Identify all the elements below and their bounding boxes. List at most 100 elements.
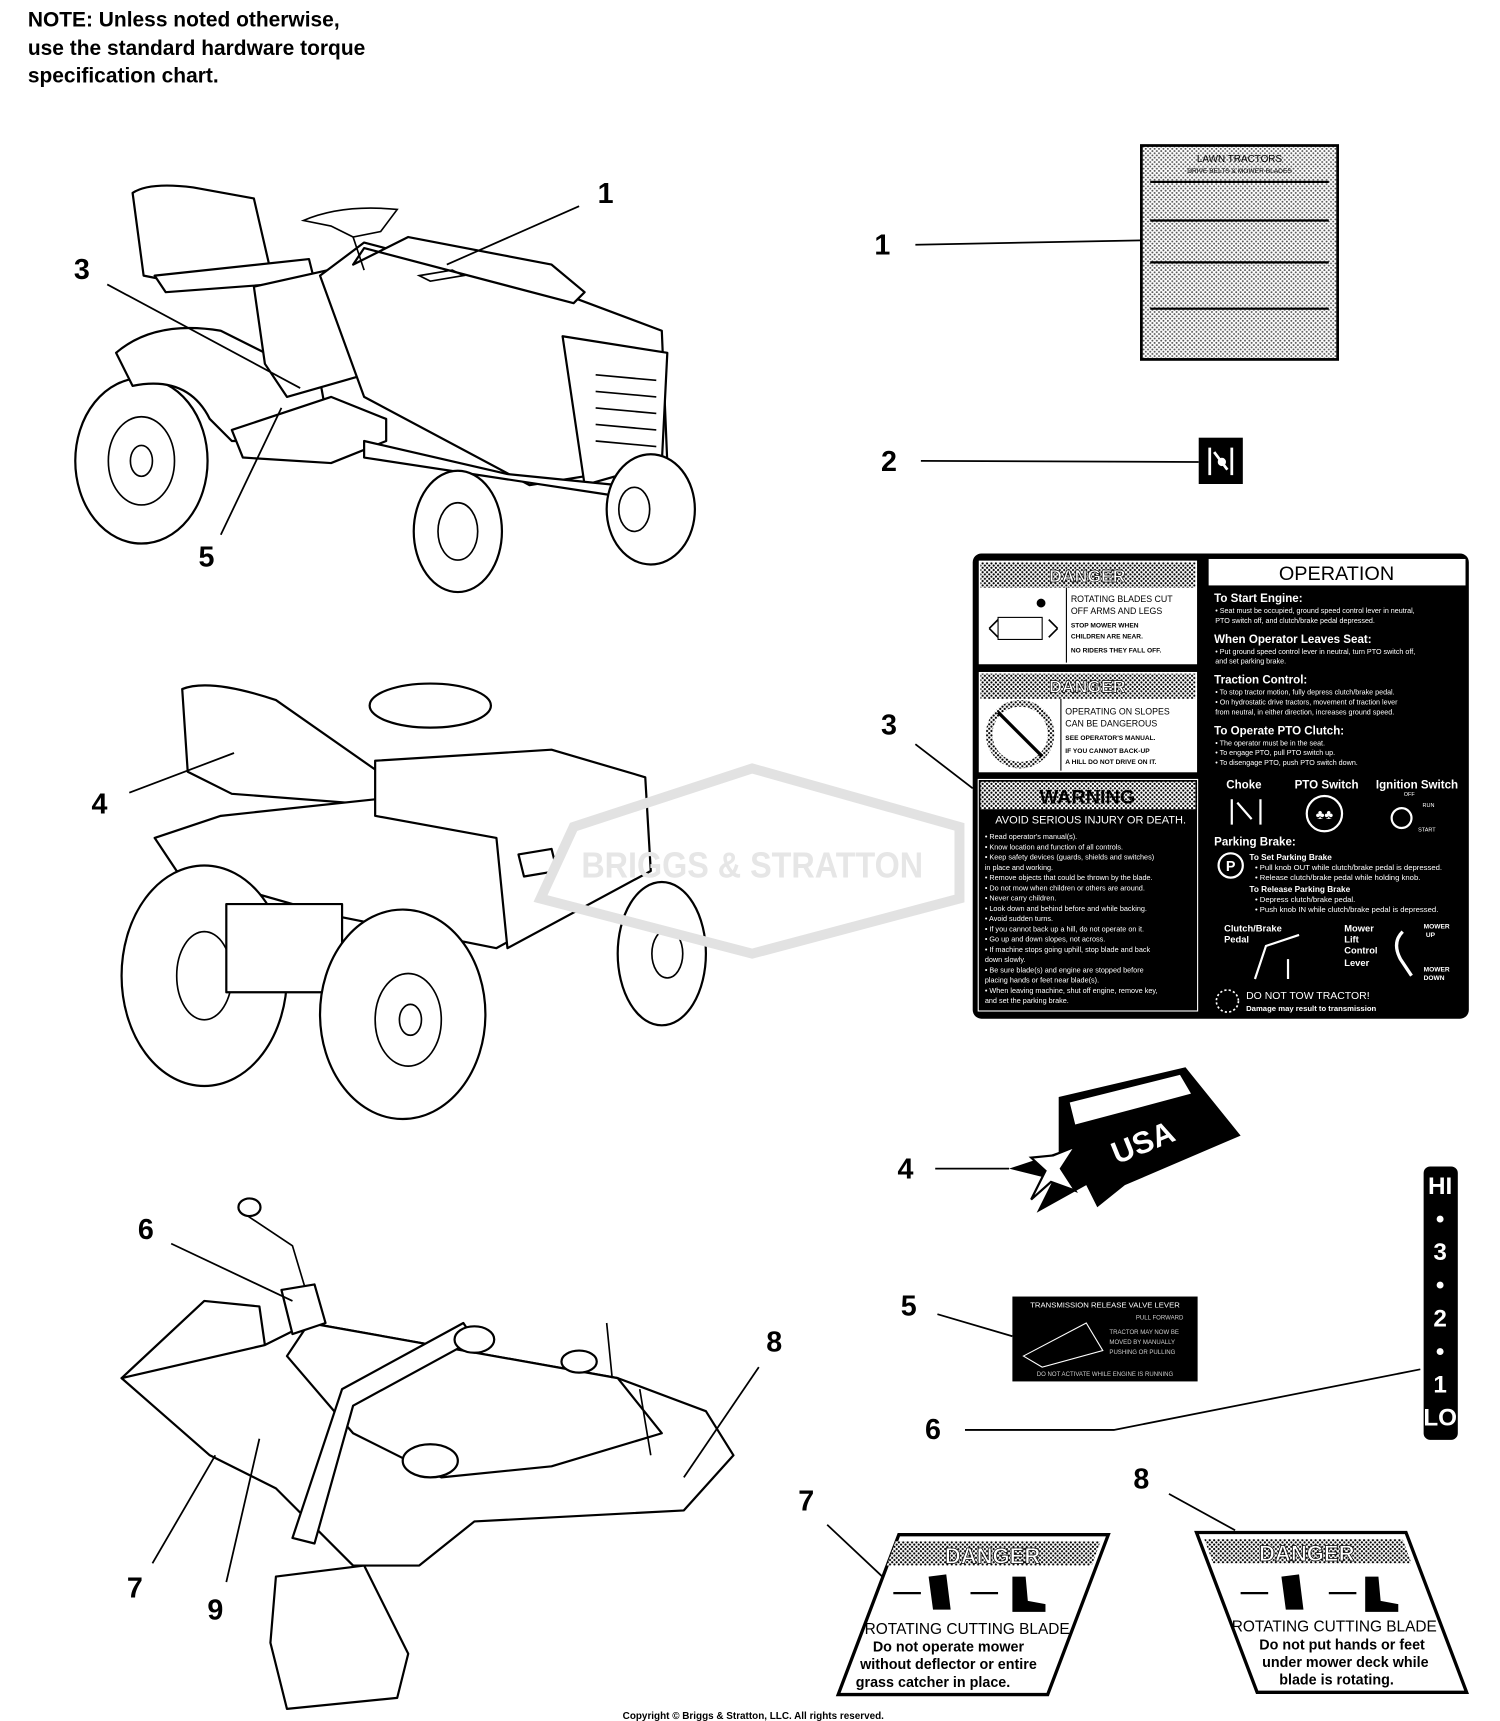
callout-7-decal: 7	[798, 1485, 814, 1517]
parking-line: • Push knob IN while clutch/brake pedal …	[1255, 905, 1438, 914]
mower-lift-icon	[1394, 930, 1413, 977]
decal5-line: MOVED BY MANUALLY	[1109, 1340, 1175, 1346]
operation-line: • To engage PTO, pull PTO switch up.	[1215, 749, 1335, 757]
tow-warning-sub: Damage may result to transmission	[1246, 1004, 1376, 1013]
operation-line: PTO switch off, and clutch/brake pedal d…	[1215, 617, 1375, 625]
height-label: 1	[1433, 1371, 1446, 1398]
parking-brake-icon: P	[1217, 852, 1244, 879]
svg-text:♣♣: ♣♣	[1316, 807, 1334, 822]
ignition-switch-icon: OFF RUN START	[1390, 792, 1436, 833]
parking-line: • Pull knob OUT while clutch/brake pedal…	[1255, 863, 1442, 872]
parking-line: • Depress clutch/brake pedal.	[1255, 895, 1355, 904]
mower-up: UP	[1426, 932, 1436, 939]
danger2-line: OPERATING ON SLOPES	[1065, 706, 1170, 716]
danger1-header: DANGER	[1049, 566, 1126, 586]
decal-3-safety-operation: DANGER ROTATING BLADES CUT OFF ARMS AND …	[972, 553, 1469, 1019]
callout-7-deck: 7	[127, 1573, 143, 1605]
star-icon	[1028, 1144, 1079, 1201]
warning-bullet: and set the parking brake.	[985, 996, 1069, 1005]
danger2-line: SEE OPERATOR'S MANUAL.	[1065, 735, 1155, 742]
decal-6-height-scale: HI•3•2•1LO	[1423, 1166, 1458, 1440]
danger2-line: A HILL DO NOT DRIVE ON IT.	[1065, 759, 1156, 766]
callout-1-tractor: 1	[598, 178, 614, 210]
no-slope-icon	[985, 700, 1055, 769]
warning-bullet: • Avoid sudden turns.	[985, 914, 1053, 923]
decal7-header: DANGER	[945, 1543, 1041, 1568]
operation-heading: To Operate PTO Clutch:	[1214, 725, 1344, 737]
operation-line: • Put ground speed control lever in neut…	[1215, 648, 1415, 656]
tractor-front-illustration	[74, 184, 696, 594]
copyright: Copyright © Briggs & Stratton, LLC. All …	[623, 1711, 884, 1721]
decal-4-usa: USA	[1009, 1067, 1241, 1213]
parking-line: • Release clutch/brake pedal while holdi…	[1255, 873, 1420, 882]
decal7-line: without deflector or entire	[859, 1657, 1037, 1673]
danger1-line: STOP MOWER WHEN	[1071, 622, 1139, 629]
mower-lift-label: Lever	[1344, 958, 1369, 968]
svg-text:P: P	[1226, 859, 1236, 875]
decal-2-choke	[1198, 437, 1243, 484]
operation-line: • Seat must be occupied, ground speed co…	[1215, 607, 1414, 615]
callout-3-decal: 3	[881, 709, 897, 741]
decal1-subtitle: DRIVE BELTS & MOWER BLADES	[1187, 168, 1292, 175]
operation-line: • On hydrostatic drive tractors, movemen…	[1215, 698, 1398, 706]
decal8-line: under mower deck while	[1262, 1655, 1428, 1671]
callout-4-tractor: 4	[92, 789, 108, 821]
hand-foot-blade-icon	[893, 1574, 1046, 1612]
clutch-label: Pedal	[1224, 935, 1249, 945]
warning-bullet: • Remove objects that could be thrown by…	[985, 873, 1153, 882]
hand-foot-blade-icon	[1240, 1574, 1399, 1612]
height-labels: HI•3•2•1LO	[1423, 1173, 1457, 1432]
callout-4-decal: 4	[897, 1154, 913, 1186]
parking-release-title: To Release Parking Brake	[1249, 885, 1350, 894]
callouts: 1 3 5 4 6 8 7 9 1 2 3 4 5 6 7 8	[74, 178, 1421, 1627]
mower-lift-label: Mower	[1344, 924, 1374, 934]
warning-bullet: • Read operator's manual(s).	[985, 832, 1077, 841]
decal8-line: blade is rotating.	[1279, 1673, 1394, 1689]
operation-heading: Traction Control:	[1214, 675, 1307, 687]
height-label: •	[1436, 1206, 1444, 1233]
callout-3-tractor: 3	[74, 254, 90, 286]
operation-line: • To disengage PTO, push PTO switch down…	[1215, 759, 1358, 767]
ignition-label: Ignition Switch	[1376, 779, 1458, 791]
decal1-title: LAWN TRACTORS	[1197, 154, 1283, 165]
no-tow-icon	[1215, 989, 1240, 1013]
decal7-line: grass catcher in place.	[856, 1675, 1011, 1691]
decal8-line: ROTATING CUTTING BLADE	[1232, 1619, 1437, 1636]
mower-down: MOWER	[1424, 966, 1450, 973]
choke-label: Choke	[1226, 779, 1262, 791]
operation-line: from neutral, in either direction, incre…	[1215, 708, 1394, 716]
height-label: •	[1436, 1338, 1444, 1365]
decal8-header: DANGER	[1259, 1541, 1355, 1566]
warning-bullet: • If machine stops going uphill, stop bl…	[985, 945, 1151, 954]
operation-sections: To Start Engine:• Seat must be occupied,…	[1214, 593, 1415, 767]
warning-bullet: down slowly.	[985, 955, 1026, 964]
warning-bullet: • If you cannot back up a hill, do not o…	[985, 924, 1144, 933]
callout-1-decal: 1	[874, 230, 890, 262]
warning-bullets: • Read operator's manual(s).• Know locat…	[985, 832, 1158, 1005]
decal5-title: TRANSMISSION RELEASE VALVE LEVER	[1030, 1301, 1180, 1310]
callout-8-decal: 8	[1133, 1463, 1149, 1495]
decal5-line: PULL FORWARD	[1136, 1316, 1184, 1322]
warning-bullet: • Go up and down slopes, not across.	[985, 935, 1105, 944]
lever-icon	[1022, 1322, 1104, 1368]
decal5-line: TRACTOR MAY NOW BE	[1109, 1330, 1179, 1336]
decal7-line: ROTATING CUTTING BLADE	[865, 1621, 1070, 1638]
callout-6-decal: 6	[925, 1414, 941, 1446]
mower-lift-label: Lift	[1344, 935, 1359, 945]
danger2-header: DANGER	[1049, 676, 1126, 696]
callout-2-decal: 2	[881, 446, 897, 478]
danger1-line: NO RIDERS THEY FALL OFF.	[1071, 648, 1162, 655]
warning-bullet: • Be sure blade(s) and engine are stoppe…	[985, 965, 1144, 974]
warning-bullet: • Look down and behind before and while …	[985, 904, 1147, 913]
danger2-line: IF YOU CANNOT BACK-UP	[1065, 748, 1150, 755]
rider-mower-icon	[988, 598, 1059, 641]
warning-bullet: in place and working.	[985, 863, 1053, 872]
operation-heading: When Operator Leaves Seat:	[1214, 634, 1371, 646]
height-label: LO	[1423, 1405, 1457, 1432]
warning-bullet: placing hands or feet near blade(s).	[985, 976, 1099, 985]
parking-set-title: To Set Parking Brake	[1249, 853, 1332, 862]
operation-line: • The operator must be in the seat.	[1215, 739, 1325, 747]
warning-bullet: • Know location and function of all cont…	[985, 842, 1123, 851]
danger2-line: CAN BE DANGEROUS	[1065, 719, 1157, 729]
